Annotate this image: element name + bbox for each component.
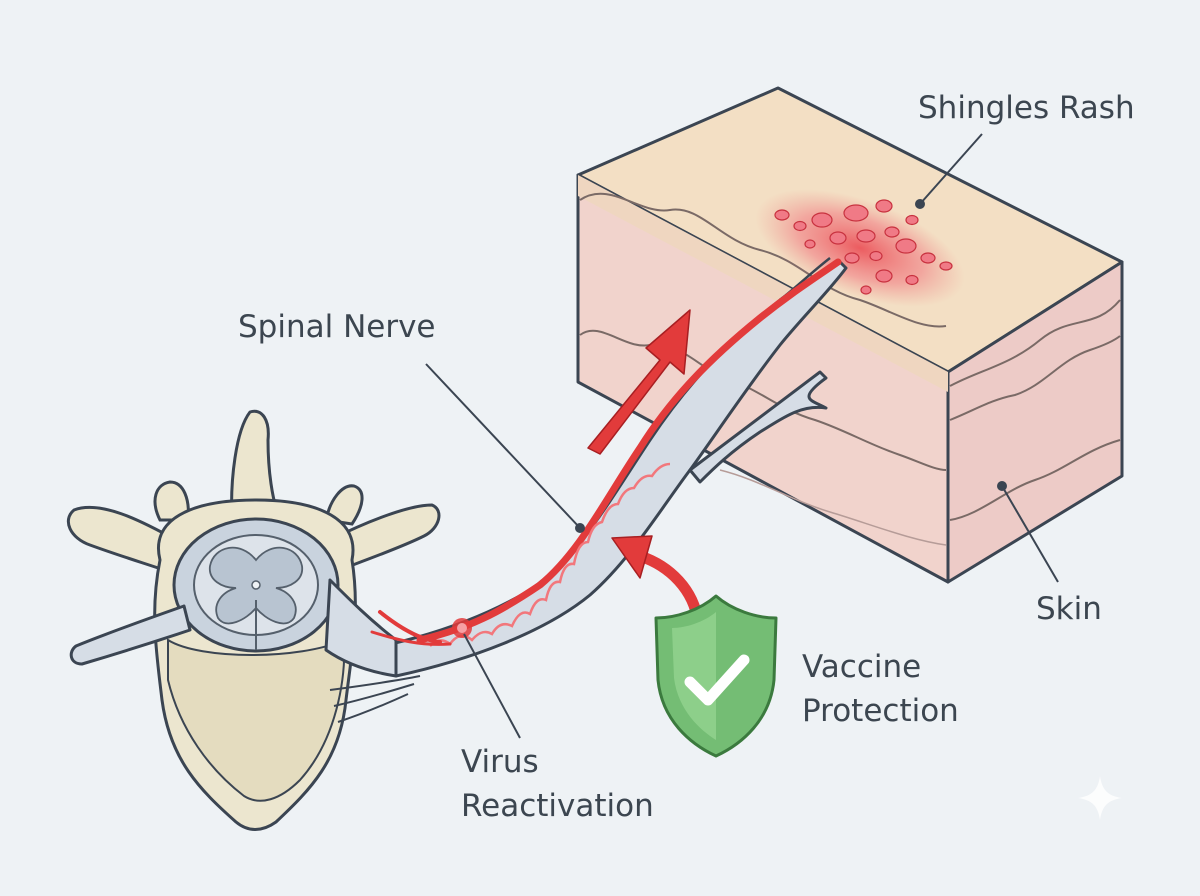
spinal-cord [172,517,340,653]
label-vaccine-protection: Vaccine Protection [802,645,959,733]
vertebra [67,409,452,831]
label-virus-reactivation: Virus Reactivation [461,740,654,828]
label-virus-line2: Reactivation [461,788,654,824]
nerve-root-fibers [329,675,421,723]
label-spinal-nerve: Spinal Nerve [238,309,436,345]
leader-skin [1001,485,1059,583]
skin-layer-line [719,469,947,546]
leader-nerve [425,363,581,529]
nerve-root-left [69,604,192,666]
leader-lines [425,133,1059,739]
check-mark [684,654,750,706]
arrow-up-right-icon [587,309,691,455]
skin-layer-line [949,299,1121,387]
sparkle-icon [1078,776,1122,820]
articular-process-right [324,484,364,526]
virus-root-track [378,610,442,644]
skin-layer-line [949,335,1121,421]
virus-root-track [370,630,452,646]
label-virus-line1: Virus [461,744,539,780]
skin-epidermis-band [578,175,948,392]
label-shingles-rash: Shingles Rash [918,90,1135,126]
skin-layer-line [579,192,947,328]
nerve-root-right [324,578,398,678]
label-vaccine-line1: Vaccine [802,649,922,685]
transverse-process-right [328,503,441,572]
transverse-process-left [67,505,178,574]
leader-virus [463,633,521,739]
rash-blisters [774,199,953,295]
skin-layer-line [579,329,947,471]
spinal-nerve [350,257,848,678]
shield-check-icon [654,594,778,758]
virus-track [416,258,842,644]
virus-track-wave [429,462,671,647]
curved-arrow-icon [611,535,704,628]
vertebral-body-lower [167,638,346,802]
spinous-process [230,409,282,522]
nerve-branch [688,370,828,484]
label-skin: Skin [1036,591,1102,627]
leader-rash [919,133,983,205]
shingles-rash [755,189,965,307]
skin-layer-line [949,439,1121,521]
virus-reactivation-point [452,618,472,638]
label-vaccine-line2: Protection [802,693,959,729]
